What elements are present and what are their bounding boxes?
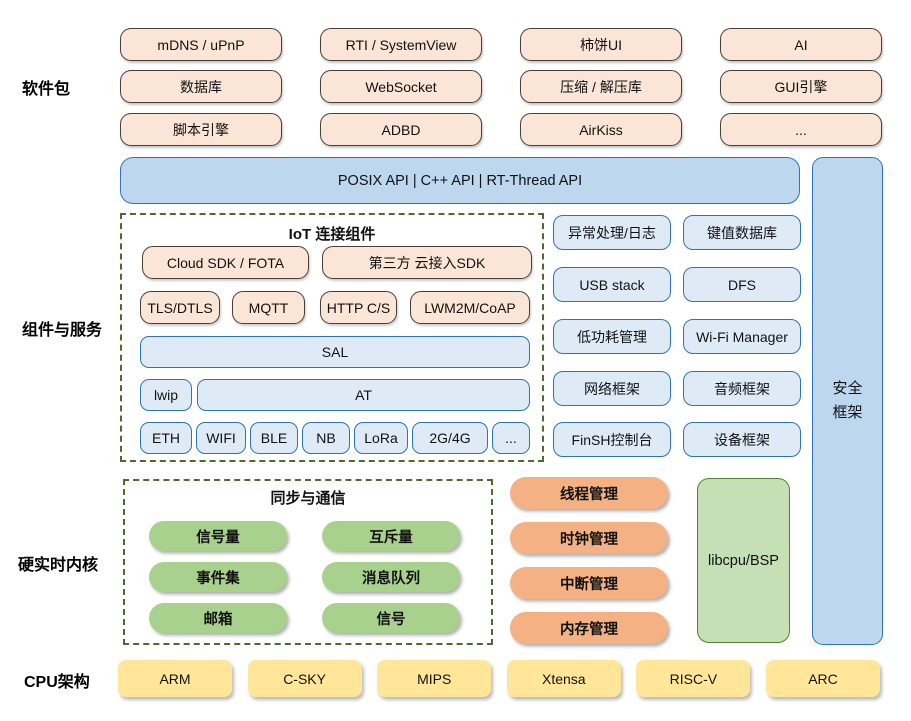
package-box: ADBD: [320, 113, 482, 146]
cpu-arch-box: MIPS: [377, 660, 492, 697]
kernel-object-box: 事件集: [149, 562, 287, 592]
label-components-services: 组件与服务: [22, 322, 103, 339]
software-packages-row-3: 脚本引擎 ADBD AirKiss ...: [120, 113, 882, 146]
link-box: 2G/4G: [412, 422, 488, 454]
sync-group-title: 同步与通信: [270, 490, 346, 507]
link-box: BLE: [250, 422, 298, 454]
cpu-arch-box: C-SKY: [247, 660, 362, 697]
kernel-object-box: 邮箱: [149, 603, 287, 633]
iot-sdk-box: Cloud SDK / FOTA: [142, 246, 309, 279]
iot-protocol-box: TLS/DTLS: [140, 291, 220, 324]
link-box: WIFI: [196, 422, 246, 454]
kernel-mgmt-box: 线程管理: [510, 477, 668, 509]
services-row-5: FinSH控制台 设备框架: [553, 422, 803, 457]
package-box: 柿饼UI: [520, 28, 682, 61]
package-box: 脚本引擎: [120, 113, 282, 146]
iot-protocol-box: LWM2M/CoAP: [410, 291, 530, 324]
security-framework-line2: 框架: [832, 404, 863, 421]
kernel-object-box: 消息队列: [322, 562, 460, 592]
iot-protocol-box: HTTP C/S: [320, 291, 397, 324]
services-row-2: USB stack DFS: [553, 267, 803, 302]
sync-communication-group: 同步与通信 信号量 互斥量 事件集 消息队列 邮箱 信号: [123, 479, 493, 645]
kernel-mgmt-box: 内存管理: [510, 612, 668, 644]
package-box: AI: [720, 28, 882, 61]
iot-sdk-box: 第三方 云接入SDK: [322, 246, 532, 279]
link-box: ...: [492, 422, 530, 454]
cpu-arch-box: RISC-V: [636, 660, 751, 697]
libcpu-bsp-box: libcpu/BSP: [697, 478, 790, 643]
package-box: WebSocket: [320, 70, 482, 103]
iot-protocol-box: MQTT: [232, 291, 305, 324]
security-framework-box: 安全 框架: [812, 157, 883, 645]
label-software-packages: 软件包: [22, 81, 71, 98]
package-box: RTI / SystemView: [320, 28, 482, 61]
software-packages-row-2: 数据库 WebSocket 压缩 / 解压库 GUI引擎: [120, 70, 882, 103]
services-row-1: 异常处理/日志 键值数据库: [553, 215, 803, 250]
services-row-3: 低功耗管理 Wi-Fi Manager: [553, 319, 803, 354]
service-box: 网络框架: [553, 371, 671, 406]
label-cpu-arch: CPU架构: [24, 674, 90, 691]
iot-group-title: IoT 连接组件: [288, 226, 376, 243]
services-row-4: 网络框架 音频框架: [553, 371, 803, 406]
service-box: 音频框架: [683, 371, 801, 406]
service-box: 键值数据库: [683, 215, 801, 250]
cpu-arch-box: ARC: [765, 660, 880, 697]
api-bar: POSIX API | C++ API | RT-Thread API: [120, 157, 800, 204]
sal-box: SAL: [140, 336, 530, 368]
package-box: 压缩 / 解压库: [520, 70, 682, 103]
cpu-arch-box: ARM: [118, 660, 232, 697]
kernel-object-box: 信号: [322, 603, 460, 633]
link-box: NB: [302, 422, 350, 454]
iot-connectivity-group: IoT 连接组件 Cloud SDK / FOTA 第三方 云接入SDK TLS…: [120, 213, 544, 462]
package-box: mDNS / uPnP: [120, 28, 282, 61]
software-packages-row-1: mDNS / uPnP RTI / SystemView 柿饼UI AI: [120, 28, 882, 61]
kernel-object-box: 信号量: [149, 521, 287, 551]
kernel-mgmt-box: 时钟管理: [510, 522, 668, 554]
service-box: 异常处理/日志: [553, 215, 671, 250]
package-box: ...: [720, 113, 882, 146]
service-box: DFS: [683, 267, 801, 302]
cpu-architectures-row: ARM C-SKY MIPS Xtensa RISC-V ARC: [118, 660, 880, 697]
cpu-arch-box: Xtensa: [506, 660, 621, 697]
kernel-object-box: 互斥量: [322, 521, 460, 551]
service-box: Wi-Fi Manager: [683, 319, 801, 354]
at-box: AT: [197, 379, 530, 411]
service-box: 设备框架: [683, 422, 801, 457]
service-box: 低功耗管理: [553, 319, 671, 354]
label-realtime-kernel: 硬实时内核: [18, 557, 99, 574]
package-box: AirKiss: [520, 113, 682, 146]
service-box: FinSH控制台: [553, 422, 671, 457]
link-box: LoRa: [354, 422, 408, 454]
lwip-box: lwip: [140, 379, 192, 411]
service-box: USB stack: [553, 267, 671, 302]
kernel-mgmt-box: 中断管理: [510, 567, 668, 599]
link-box: ETH: [140, 422, 192, 454]
package-box: 数据库: [120, 70, 282, 103]
package-box: GUI引擎: [720, 70, 882, 103]
security-framework-line1: 安全: [832, 380, 863, 397]
